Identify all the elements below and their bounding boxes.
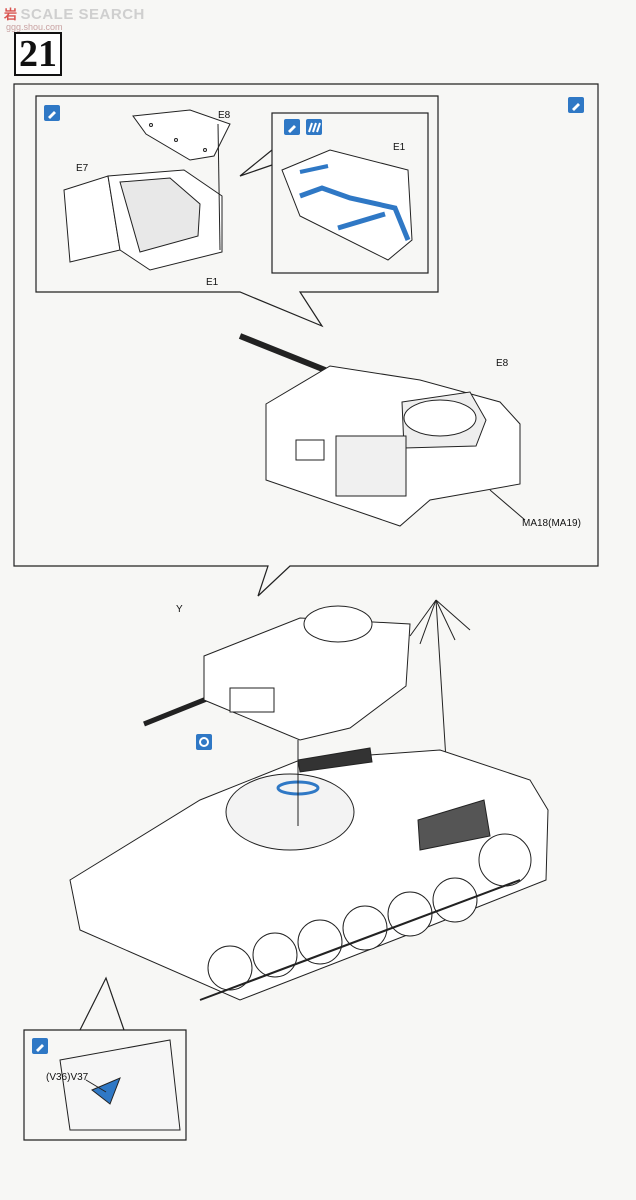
subassembly-callout-frame	[35, 95, 439, 328]
bolt-detail-frame	[23, 1029, 187, 1141]
glue-icon	[44, 105, 60, 121]
watermark-url: ggg.shou.com	[6, 22, 63, 32]
glue-icon	[32, 1038, 48, 1054]
turret-callout-frame	[13, 83, 599, 597]
turret-illustration	[238, 333, 526, 527]
label-y: Y	[176, 604, 183, 615]
antenna	[409, 599, 471, 761]
e1-detail-frame	[271, 112, 429, 274]
label-e8-top: E8	[218, 110, 231, 121]
label-e8-turret: E8	[496, 358, 509, 369]
turret-y	[143, 605, 411, 741]
label-v37: (V36)V37	[46, 1072, 89, 1083]
paint-icon	[306, 119, 322, 135]
part-e8-plate	[132, 109, 231, 161]
label-ma18: MA18(MA19)	[522, 518, 581, 529]
tank-hull	[69, 747, 549, 1001]
turn-icon	[196, 734, 212, 750]
label-e1-blue: E1	[393, 142, 406, 153]
bolt-detail	[59, 1039, 181, 1131]
step-number: 21	[14, 32, 62, 76]
label-e1-left: E1	[206, 277, 219, 288]
glue-icon	[284, 119, 300, 135]
label-e7: E7	[76, 163, 89, 174]
part-e1-detail	[281, 149, 413, 261]
glue-icon	[568, 97, 584, 113]
